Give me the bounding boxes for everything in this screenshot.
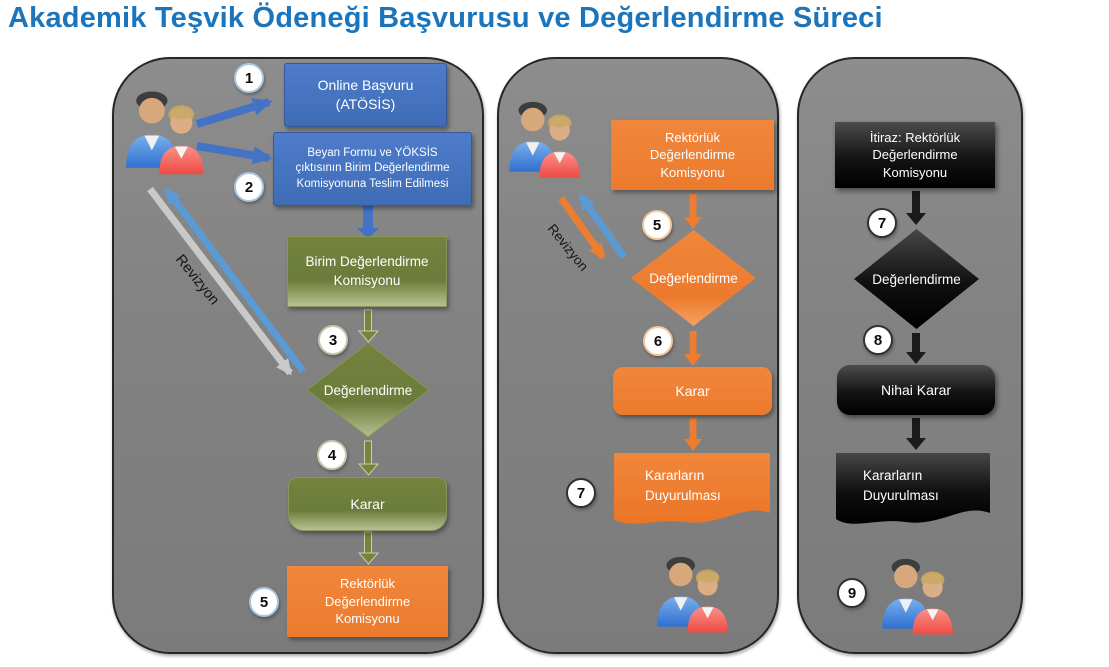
node-online-basvuru: Online Başvuru (ATÖSİS)	[284, 63, 447, 127]
node-degerlendirme-3: Değerlendirme	[853, 228, 980, 330]
step-badge-7b: 7	[867, 208, 897, 238]
node-beyan-formu: Beyan Formu ve YÖKSİS çıktısının Birim D…	[273, 132, 472, 206]
node-rektorluk-komisyonu-1: Rektörlük Değerlendirme Komisyonu	[287, 566, 448, 637]
diamond-shape-green	[306, 342, 430, 438]
step-badge-7a: 7	[566, 478, 596, 508]
applicants-icon-1	[116, 84, 208, 178]
step-badge-2: 2	[234, 172, 264, 202]
applicants-icon-3	[648, 551, 732, 635]
document-shape-orange	[614, 453, 770, 524]
step-badge-5b: 5	[642, 210, 672, 240]
step-badge-3: 3	[318, 325, 348, 355]
node-nihai-karar: Nihai Karar	[837, 365, 995, 415]
step-badge-5a: 5	[249, 587, 279, 617]
node-degerlendirme-1: Değerlendirme	[306, 342, 430, 438]
node-kararlarin-duyurulmasi-3: Kararların Duyurulması	[835, 452, 991, 532]
step-badge-1: 1	[234, 63, 264, 93]
node-karar-1: Karar	[288, 477, 447, 531]
step-badge-9: 9	[837, 578, 867, 608]
node-kararlarin-duyurulmasi-2: Kararların Duyurulması	[613, 452, 771, 532]
page-title: Akademik Teşvik Ödeneği Başvurusu ve Değ…	[8, 2, 883, 34]
step-badge-8: 8	[863, 325, 893, 355]
step-badge-4: 4	[317, 440, 347, 470]
node-karar-2: Karar	[613, 367, 772, 415]
document-shape-black	[836, 453, 990, 524]
node-itiraz-komisyonu: İtiraz: Rektörlük Değerlendirme Komisyon…	[835, 122, 995, 188]
diamond-shape-orange	[631, 230, 756, 326]
diamond-shape-black	[854, 229, 979, 329]
applicants-icon-2	[500, 95, 584, 181]
node-degerlendirme-2: Değerlendirme	[630, 229, 757, 327]
step-badge-6: 6	[643, 326, 673, 356]
node-rektorluk-komisyonu-2: Rektörlük Değerlendirme Komisyonu	[611, 120, 774, 190]
node-birim-komisyonu: Birim Değerlendirme Komisyonu	[287, 236, 447, 307]
applicants-icon-4	[873, 553, 957, 637]
